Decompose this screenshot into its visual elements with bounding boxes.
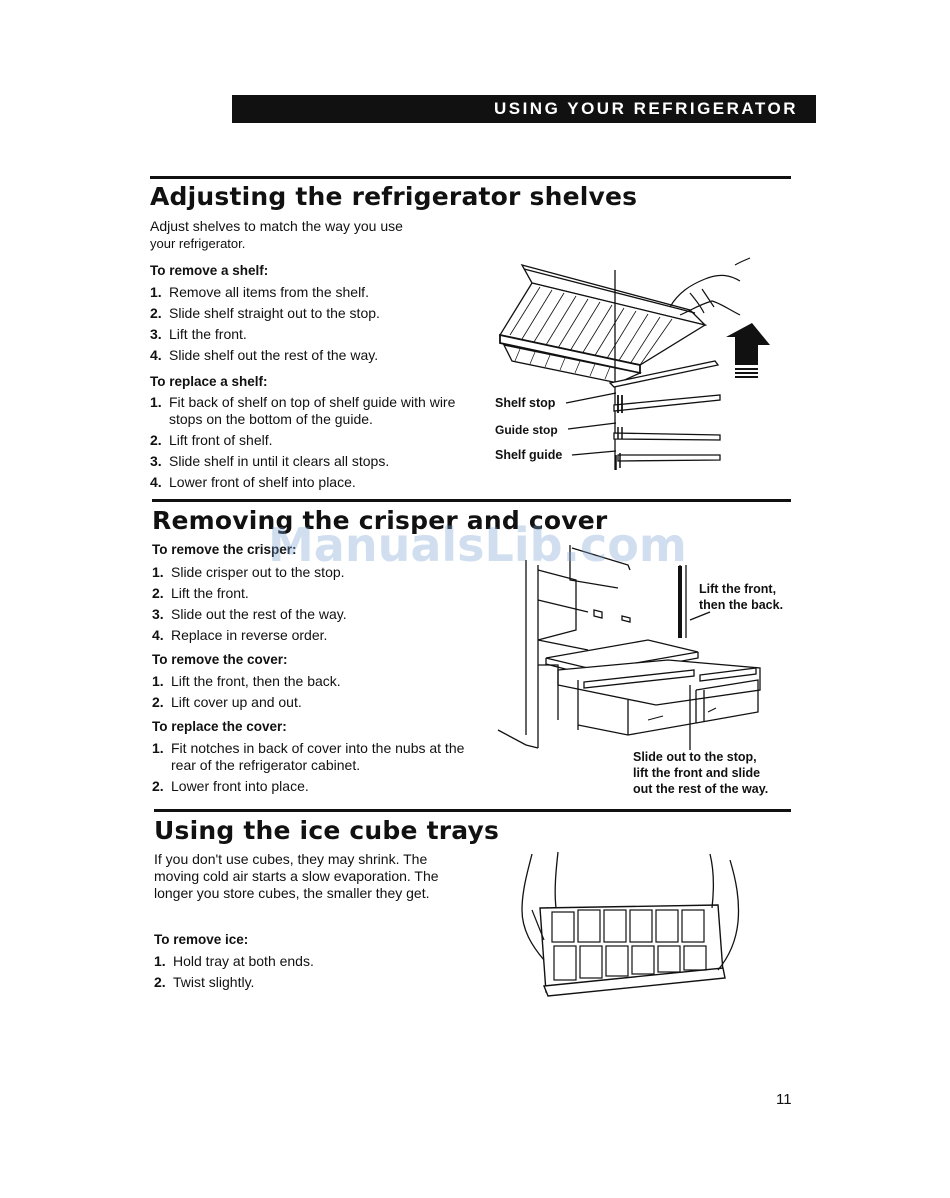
callout-slide-out-line2: lift the front and slide [633, 766, 761, 780]
list-item: 2. Slide shelf straight out to the stop. [150, 305, 470, 322]
page-number: 11 [776, 1091, 792, 1108]
step-text: Slide crisper out to the stop. [171, 564, 345, 580]
list-item: 2. Lift front of shelf. [150, 432, 468, 449]
callout-slide-out: Slide out to the stop, lift the front an… [633, 749, 768, 797]
list-item: 1. Fit back of shelf on top of shelf guid… [150, 394, 468, 428]
callout-guide-stop: Guide stop [495, 423, 558, 437]
callout-slide-out-line1: Slide out to the stop, [633, 750, 757, 764]
step-text: Lift the front, then the back. [171, 673, 341, 689]
step-text: Lower front of shelf into place. [169, 474, 356, 490]
section-header-bar: USING YOUR REFRIGERATOR [232, 95, 816, 123]
remove-shelf-heading: To remove a shelf: [150, 263, 269, 278]
shelves-intro: Adjust shelves to match the way you use … [150, 218, 480, 252]
step-number: 1. [154, 953, 166, 969]
list-item: 2. Lift the front. [152, 585, 482, 602]
step-text: Lower front into place. [171, 778, 309, 794]
remove-cover-steps: 1. Lift the front, then the back. 2. Lift … [152, 673, 482, 715]
step-number: 4. [150, 347, 162, 363]
step-number: 2. [152, 585, 164, 601]
callout-slide-out-line3: out the rest of the way. [633, 782, 769, 796]
step-text: Remove all items from the shelf. [169, 284, 369, 300]
callout-lift-front: Lift the front, then the back. [699, 581, 783, 613]
list-item: 3. Lift the front. [150, 326, 470, 343]
shelves-intro-line1: Adjust shelves to match the way you use [150, 218, 403, 234]
remove-cover-heading: To remove the cover: [152, 652, 288, 667]
remove-crisper-heading: To remove the crisper: [152, 542, 297, 557]
step-text: Hold tray at both ends. [173, 953, 314, 969]
shelves-title: Adjusting the refrigerator shelves [150, 182, 638, 211]
step-number: 1. [150, 284, 162, 300]
step-text: Fit notches in back of cover into the nu… [171, 740, 465, 773]
replace-cover-steps: 1. Fit notches in back of cover into the … [152, 740, 470, 799]
step-number: 2. [152, 694, 164, 710]
list-item: 1. Fit notches in back of cover into the … [152, 740, 470, 774]
callout-shelf-stop: Shelf stop [495, 396, 556, 410]
step-number: 1. [152, 673, 164, 689]
ice-intro: If you don't use cubes, they may shrink.… [154, 851, 439, 901]
section-divider [152, 499, 791, 502]
remove-shelf-steps: 1. Remove all items from the shelf. 2. Sli… [150, 284, 470, 368]
list-item: 2. Twist slightly. [154, 974, 454, 991]
section-divider [150, 176, 791, 179]
step-text: Replace in reverse order. [171, 627, 328, 643]
step-number: 2. [150, 432, 162, 448]
ice-title: Using the ice cube trays [154, 816, 500, 845]
list-item: 3. Slide shelf in until it clears all sto… [150, 453, 468, 470]
list-item: 4. Slide shelf out the rest of the way. [150, 347, 470, 364]
shelves-intro-line2: your refrigerator. [150, 236, 246, 251]
list-item: 3. Slide out the rest of the way. [152, 606, 482, 623]
section-divider [154, 809, 791, 812]
remove-ice-heading: To remove ice: [154, 932, 249, 947]
step-number: 2. [150, 305, 162, 321]
ice-tray-illustration [521, 851, 740, 997]
list-item: 1. Hold tray at both ends. [154, 953, 454, 970]
step-text: Twist slightly. [173, 974, 255, 990]
step-number: 2. [152, 778, 164, 794]
callout-shelf-guide: Shelf guide [495, 448, 563, 462]
section-header-title: USING YOUR REFRIGERATOR [493, 99, 798, 118]
callout-lift-front-line1: Lift the front, [699, 582, 777, 596]
step-text: Slide shelf straight out to the stop. [169, 305, 380, 321]
step-number: 3. [150, 453, 162, 469]
step-number: 3. [152, 606, 164, 622]
list-item: 1. Remove all items from the shelf. [150, 284, 470, 301]
step-text: Lift the front. [169, 326, 247, 342]
list-item: 2. Lower front into place. [152, 778, 470, 795]
step-text: Lift cover up and out. [171, 694, 302, 710]
step-number: 1. [150, 394, 162, 410]
replace-shelf-steps: 1. Fit back of shelf on top of shelf guid… [150, 394, 468, 495]
step-number: 1. [152, 740, 164, 756]
list-item: 4. Lower front of shelf into place. [150, 474, 468, 491]
crisper-illustration [497, 545, 761, 750]
step-text: Slide shelf out the rest of the way. [169, 347, 379, 363]
step-text: Slide out the rest of the way. [171, 606, 347, 622]
list-item: 1. Slide crisper out to the stop. [152, 564, 482, 581]
step-text: Lift front of shelf. [169, 432, 273, 448]
step-number: 1. [152, 564, 164, 580]
crisper-title: Removing the crisper and cover [152, 506, 608, 535]
list-item: 1. Lift the front, then the back. [152, 673, 482, 690]
list-item: 2. Lift cover up and out. [152, 694, 482, 711]
step-number: 3. [150, 326, 162, 342]
callout-marker-bar [678, 566, 682, 638]
step-text: Fit back of shelf on top of shelf guide … [169, 394, 456, 427]
step-text: Slide shelf in until it clears all stops… [169, 453, 390, 469]
list-item: 4. Replace in reverse order. [152, 627, 482, 644]
step-text: Lift the front. [171, 585, 249, 601]
replace-shelf-heading: To replace a shelf: [150, 374, 268, 389]
remove-crisper-steps: 1. Slide crisper out to the stop. 2. Lift … [152, 564, 482, 648]
remove-ice-steps: 1. Hold tray at both ends. 2. Twist slight… [154, 953, 454, 995]
callout-lift-front-line2: then the back. [699, 598, 784, 612]
step-number: 4. [152, 627, 164, 643]
shelf-illustration [498, 257, 770, 470]
watermark: ManualsLib.com [268, 518, 687, 572]
step-number: 2. [154, 974, 166, 990]
replace-cover-heading: To replace the cover: [152, 719, 287, 734]
step-number: 4. [150, 474, 162, 490]
